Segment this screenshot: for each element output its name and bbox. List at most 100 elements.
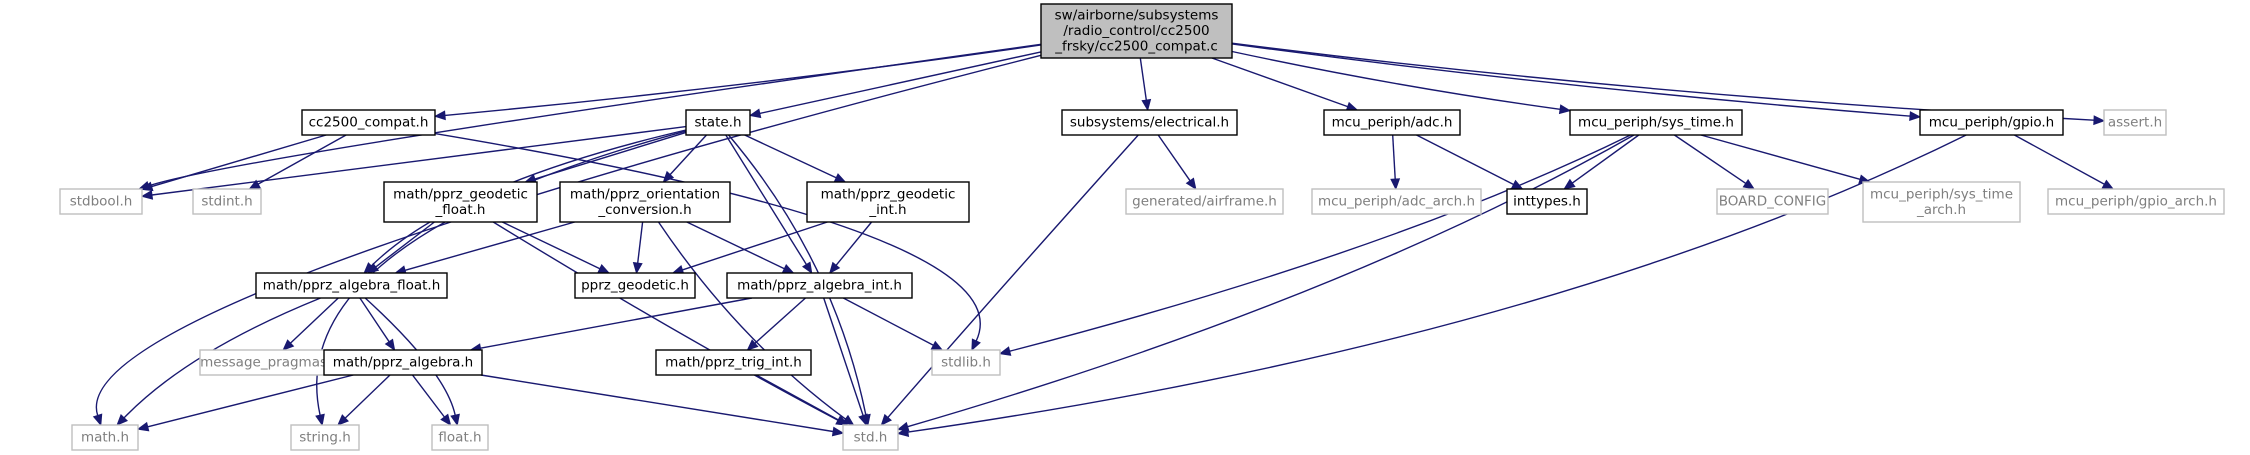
edge-orientation_h-to-algebra_int_h (686, 221, 795, 274)
edge-line (1231, 43, 1911, 117)
node-box (1125, 188, 1284, 215)
edge-algebra_h-to-string_h (337, 374, 391, 426)
edge-line (744, 134, 837, 179)
node-box (685, 109, 751, 136)
edge-line (1700, 134, 1861, 180)
node-box (574, 272, 696, 299)
node-box (1862, 181, 2021, 223)
node-box (2047, 188, 2225, 215)
node-label: mcu_periph/adc.h (1332, 115, 1453, 131)
edge-arrowhead (833, 173, 847, 183)
node-label: math/pprz_orientation (570, 186, 720, 202)
node-label: string.h (299, 430, 351, 446)
node-box (1919, 109, 2064, 136)
edge-algebra_h-to-std_h (480, 374, 845, 437)
node-label: state.h (694, 115, 741, 131)
edge-line (1571, 134, 1640, 184)
node-stdint-h: stdint.h (192, 188, 262, 215)
node-box (1569, 109, 1743, 136)
edge-arrowhead (450, 413, 460, 427)
edge-arrowhead (116, 414, 128, 426)
edge-arrowhead (140, 181, 154, 192)
edge-trig_int_h-to-std_h (755, 374, 849, 426)
node-sys-time-h[interactable]: mcu_periph/sys_time.h (1569, 109, 1743, 136)
node-box (806, 181, 970, 223)
edge-adc_h-to-inttypes_h (1416, 134, 1524, 190)
edge-line (835, 221, 873, 266)
node-adc-h[interactable]: mcu_periph/adc.h (1323, 109, 1461, 136)
edge-line (1674, 134, 1747, 184)
edge-arrowhead (748, 108, 762, 119)
node-label: math/pprz_geodetic (821, 186, 956, 202)
node-gpio-h[interactable]: mcu_periph/gpio.h (1919, 109, 2064, 136)
node-root: sw/airborne/subsystems/radio_control/cc2… (1040, 3, 1233, 59)
edge-algebra_int_h-to-std_h (823, 297, 868, 427)
node-label: math/pprz_algebra_int.h (737, 278, 902, 294)
node-label: math/pprz_geodetic (393, 186, 528, 202)
edge-line (492, 221, 839, 421)
node-algebra-float-h[interactable]: math/pprz_algebra_float.h (255, 272, 448, 299)
edge-line (359, 297, 390, 343)
edge-line (344, 374, 391, 419)
edge-line (480, 297, 753, 349)
edge-cc2500_compat_h-to-stdbool_h (140, 134, 327, 192)
node-trig-int-h[interactable]: math/pprz_trig_int.h (655, 349, 812, 376)
node-gpio-arch-h: mcu_periph/gpio_arch.h (2047, 188, 2225, 215)
node-pprz-geodetic-h[interactable]: pprz_geodetic.h (574, 272, 696, 299)
node-state-h[interactable]: state.h (685, 109, 751, 136)
node-inttypes-h[interactable]: inttypes.h (1506, 188, 1588, 215)
edge-arrowhead (1558, 104, 1572, 115)
node-label: /radio_control/cc2500 (1063, 23, 1209, 39)
edge-arrowhead (1742, 178, 1756, 190)
edge-algebra_int_h-to-trig_int_h (746, 297, 806, 351)
edge-electrical_h-to-std_h (880, 134, 1139, 426)
node-electrical-h[interactable]: subsystems/electrical.h (1061, 109, 1238, 136)
node-assert-h: assert.h (2103, 109, 2167, 136)
edge-root-to-gpio_h (1231, 43, 1922, 122)
edge-arrowhead (2101, 179, 2115, 190)
edge-arrowhead (433, 110, 446, 121)
edge-arrowhead (1185, 177, 1197, 191)
edge-arrowhead (1390, 178, 1401, 191)
node-algebra-h[interactable]: math/pprz_algebra.h (323, 349, 483, 376)
edge-line (759, 51, 1042, 115)
edge-line (1392, 134, 1396, 180)
edge-line (755, 374, 840, 421)
node-algebra-int-h[interactable]: math/pprz_algebra_int.h (726, 272, 913, 299)
edge-arrowhead (1563, 178, 1576, 190)
node-box (2103, 109, 2167, 136)
node-label: mcu_periph/sys_time.h (1578, 115, 1734, 131)
edge-arrowhead (662, 170, 675, 183)
node-orientation-h[interactable]: math/pprz_orientation_conversion.h (559, 181, 731, 223)
node-label: float.h (438, 430, 481, 446)
node-geodetic-float-h[interactable]: math/pprz_geodetic_float.h (383, 181, 538, 223)
node-label: mcu_periph/sys_time (1870, 186, 2013, 202)
node-label: mcu_periph/adc_arch.h (1318, 194, 1475, 210)
node-box (726, 272, 913, 299)
node-label: _conversion.h (597, 202, 691, 218)
edge-line (411, 374, 445, 418)
edge-line (1416, 134, 1514, 186)
edge-algebra_float_h-to-message_pragmas_h (282, 297, 339, 351)
node-box (1323, 109, 1461, 136)
node-geodetic-int-h[interactable]: math/pprz_geodetic_int.h (806, 181, 970, 223)
edge-arrowhead (880, 413, 892, 426)
edge-line (1009, 134, 1631, 352)
node-box (383, 181, 538, 223)
edge-sys_time_h-to-stdlib_h (998, 134, 1631, 356)
edge-arrowhead (930, 340, 944, 351)
edge-sys_time_h-to-sys_time_arch_h (1700, 134, 1871, 184)
edge-arrowhead (828, 261, 841, 275)
node-sys-time-arch-h: mcu_periph/sys_time_arch.h (1862, 181, 2021, 223)
node-label: _arch.h (1916, 202, 1966, 218)
edge-line (151, 134, 327, 188)
node-math-h: math.h (71, 424, 139, 451)
edge-line (686, 221, 785, 270)
edge-orientation_h-to-algebra_float_h (394, 221, 575, 275)
edge-line (434, 132, 981, 342)
edge-arrowhead (971, 338, 981, 352)
edge-line (147, 374, 354, 428)
node-box (199, 349, 341, 376)
node-cc2500-compat-h[interactable]: cc2500_compat.h (301, 109, 436, 136)
